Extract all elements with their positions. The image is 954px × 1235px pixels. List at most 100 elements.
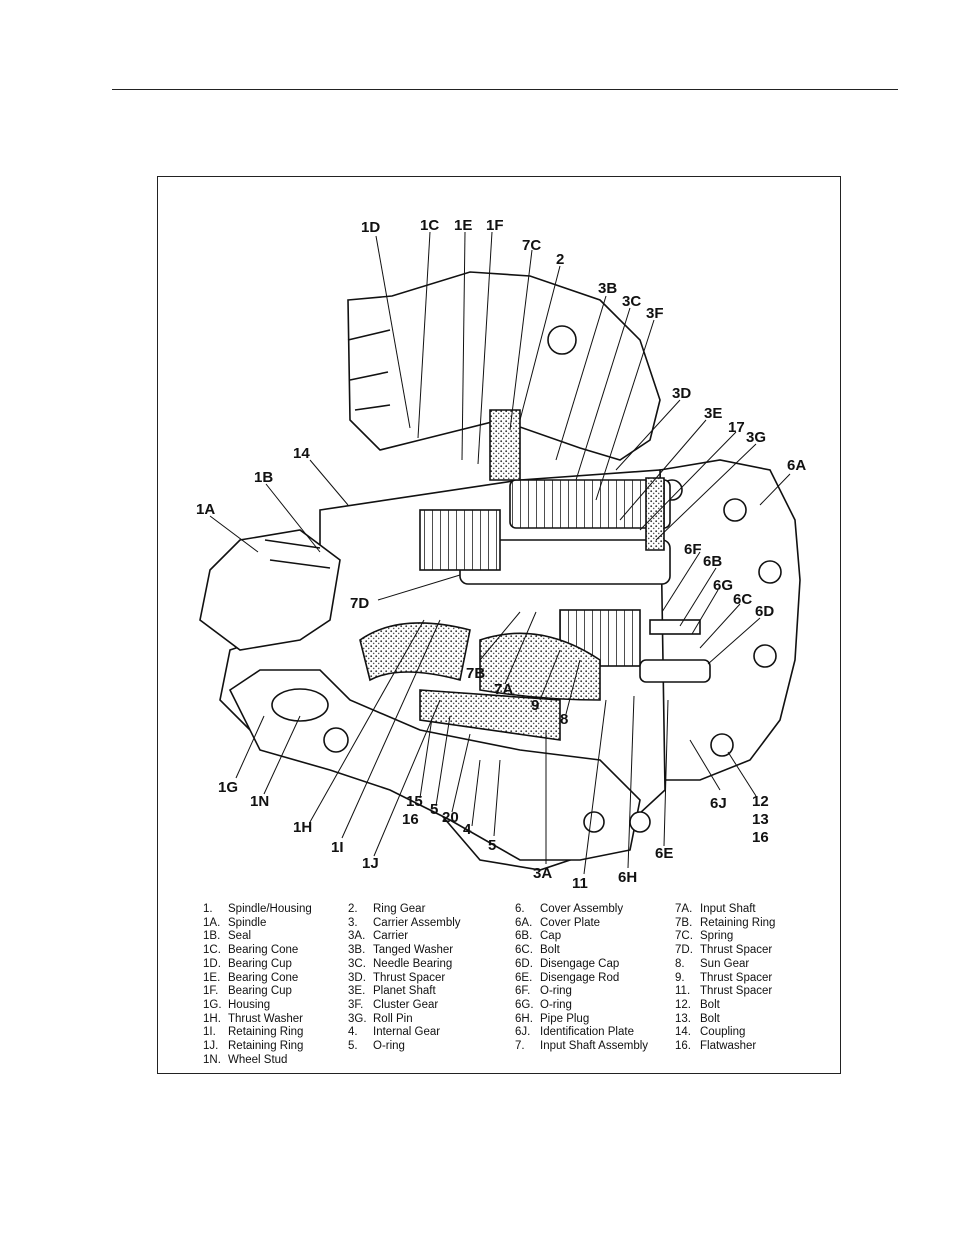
legend-item-number: 6C. — [515, 944, 533, 957]
legend-item-label: Housing — [228, 998, 271, 1011]
legend-item-label: Tanged Washer — [373, 944, 454, 957]
legend-item-number: 1H. — [203, 1012, 221, 1025]
callout-1I: 1I — [331, 839, 344, 856]
callout-6C: 6C — [733, 591, 752, 608]
callout-17: 17 — [728, 419, 745, 436]
callout-6H: 6H — [618, 869, 637, 886]
legend-item-number: 3B. — [348, 944, 366, 957]
legend-item: 7A.Input Shaft — [675, 903, 775, 917]
legend-item: 4.Internal Gear — [348, 1026, 461, 1040]
legend-item-number: 6G. — [515, 998, 534, 1011]
legend-item-number: 2. — [348, 903, 358, 915]
legend-item: 3.Carrier Assembly — [348, 917, 461, 931]
legend-item-number: 6D. — [515, 957, 533, 970]
legend-item-number: 3G. — [348, 1012, 367, 1025]
callout-1C: 1C — [420, 217, 439, 234]
callout-3G: 3G — [746, 429, 766, 446]
callout-4: 4 — [463, 821, 472, 838]
legend-item: 13.Bolt — [675, 1013, 775, 1027]
legend-item-number: 1N. — [203, 1053, 221, 1066]
legend-item-number: 5. — [348, 1040, 358, 1053]
legend-item-number: 3F. — [348, 998, 364, 1011]
legend-item-label: Cover Assembly — [540, 903, 624, 915]
callout-12: 12 — [752, 793, 769, 810]
legend-item: 12.Bolt — [675, 999, 775, 1013]
leader-lines — [209, 231, 791, 875]
legend-item: 1J.Retaining Ring — [203, 1040, 312, 1054]
legend-item-label: Carrier Assembly — [373, 916, 461, 929]
legend-item-number: 12. — [675, 998, 691, 1011]
legend-item-number: 6F. — [515, 985, 531, 998]
callout-labels: 1D 1C 1E 1F 7C 2 3B 3C 3F 3D 3E 17 3G 6A… — [196, 217, 806, 892]
legend-item-number: 3C. — [348, 957, 366, 970]
legend-item-label: Planet Shaft — [373, 985, 436, 998]
legend-item-number: 1E. — [203, 971, 221, 984]
legend-item-number: 9. — [675, 971, 685, 984]
callout-2: 2 — [556, 251, 564, 268]
legend-item-label: Spindle/Housing — [228, 903, 312, 915]
legend-item-label: Thrust Spacer — [700, 944, 773, 957]
legend-item: 7.Input Shaft Assembly — [515, 1040, 648, 1054]
legend-item-number: 1D. — [203, 957, 221, 970]
callout-6G: 6G — [713, 577, 733, 594]
wheel-stud — [271, 688, 329, 722]
legend-item: 6D. Disengage Cap — [515, 958, 648, 972]
legend-item: 6E.Disengage Rod — [515, 972, 648, 986]
legend-item-number: 3D. — [348, 971, 366, 984]
callout-1G: 1G — [218, 779, 238, 796]
legend-item: 9.Thrust Spacer — [675, 972, 775, 986]
callout-6A: 6A — [787, 457, 806, 474]
legend-item: 6A.Cover Plate — [515, 917, 648, 931]
legend-item-number: 7B. — [675, 916, 693, 929]
legend-item-label: Bearing Cone — [228, 971, 299, 984]
callout-9: 9 — [531, 697, 539, 714]
legend-item-number: 1. — [203, 903, 213, 915]
callout-7A: 7A — [494, 681, 513, 698]
callout-1A: 1A — [196, 501, 215, 518]
legend-item-number: 3E. — [348, 985, 366, 998]
callout-1D: 1D — [361, 219, 380, 236]
callout-15: 15 — [406, 793, 423, 810]
legend-item-label: Retaining Ring — [700, 916, 776, 929]
legend-item-number: 4. — [348, 1026, 358, 1039]
legend-item-label: Pipe Plug — [540, 1012, 590, 1025]
legend-item: 1. Spindle/Housing — [203, 903, 312, 917]
legend-item-label: Bolt — [540, 944, 560, 957]
callout-1J: 1J — [362, 855, 379, 872]
legend-item-label: Thrust Washer — [228, 1012, 303, 1025]
callout-11: 11 — [572, 875, 588, 892]
callout-16: 16 — [402, 811, 419, 828]
spindle — [199, 529, 341, 651]
callout-1F: 1F — [486, 217, 504, 234]
callout-3E: 3E — [704, 405, 722, 422]
legend-item: 1B.Seal — [203, 930, 312, 944]
legend-item: 1A.Spindle — [203, 917, 312, 931]
callout-5: 5 — [488, 837, 496, 854]
legend-item: 7B. Retaining Ring — [675, 917, 775, 931]
legend-item-label: Retaining Ring — [228, 1040, 304, 1053]
legend-item-label: Retaining Ring — [228, 1026, 304, 1039]
legend-item-label: Disengage Cap — [540, 957, 620, 970]
callout-6E: 6E — [655, 845, 673, 862]
legend-item-number: 14. — [675, 1026, 691, 1039]
legend-item-label: Identification Plate — [540, 1026, 634, 1039]
callout-3D: 3D — [672, 385, 691, 402]
legend-item: 1N. Wheel Stud — [203, 1054, 312, 1068]
legend-item-number: 6H. — [515, 1012, 533, 1025]
legend-item-label: Wheel Stud — [228, 1053, 288, 1066]
legend-item-label: Flatwasher — [700, 1040, 757, 1053]
legend-item: 1C.Bearing Cone — [203, 944, 312, 958]
legend-item-number: 1C. — [203, 944, 221, 957]
legend-item-number: 13. — [675, 1012, 691, 1025]
callout-1H: 1H — [293, 819, 312, 836]
cover-plate — [659, 459, 801, 781]
legend-item: 6G.O-ring — [515, 999, 648, 1013]
callout-1N: 1N — [250, 793, 269, 810]
callout-20: 20 — [442, 809, 459, 826]
legend-item-label: Spring — [700, 930, 734, 943]
legend-item: 1I.Retaining Ring — [203, 1026, 312, 1040]
